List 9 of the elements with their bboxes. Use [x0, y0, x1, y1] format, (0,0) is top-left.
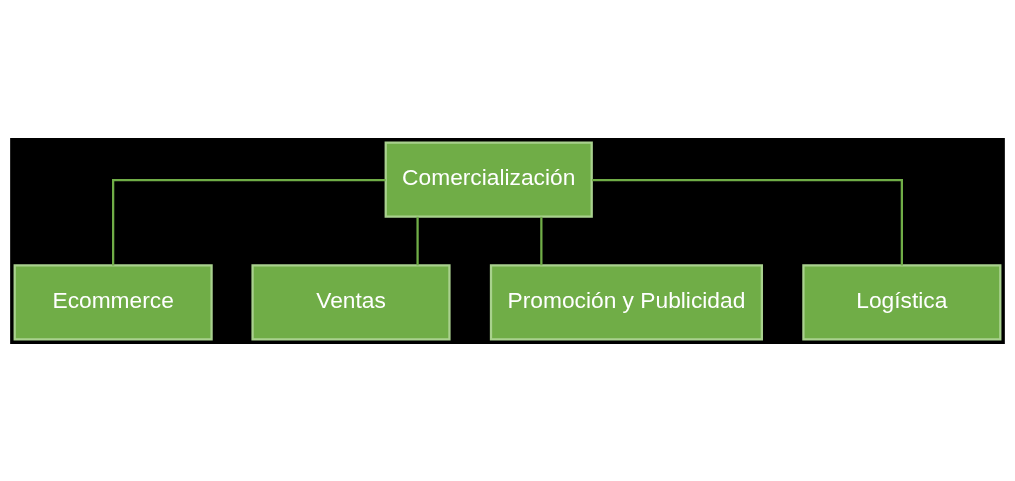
node-box: Promoción y Publicidad: [489, 263, 763, 341]
node-box: Ecommerce: [13, 263, 213, 341]
connector: [540, 216, 543, 265]
connector: [591, 178, 903, 265]
node-box: Comercialización: [384, 140, 593, 218]
node-box: Logística: [802, 263, 1002, 341]
connector: [416, 216, 419, 265]
connector: [112, 178, 386, 265]
node-box: Ventas: [251, 263, 451, 341]
